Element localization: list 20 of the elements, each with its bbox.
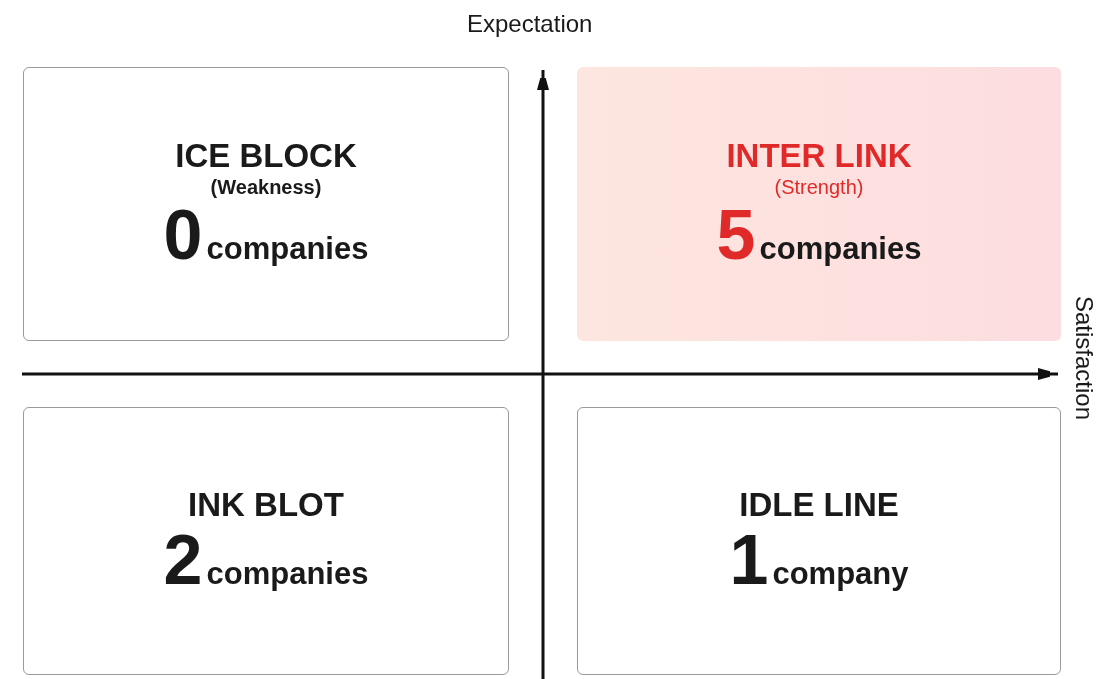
count-unit: companies bbox=[759, 231, 922, 267]
quadrant-title: ICE BLOCK bbox=[175, 137, 357, 175]
quadrant-card bbox=[577, 407, 1061, 675]
count-number: 1 bbox=[729, 524, 769, 596]
axis-label: Satisfaction bbox=[1070, 296, 1098, 421]
quadrant-card bbox=[577, 67, 1061, 341]
count-number: 2 bbox=[163, 524, 203, 596]
count-unit: companies bbox=[206, 231, 369, 267]
quadrant-title: IDLE LINE bbox=[739, 486, 899, 524]
axis-label: Expectation bbox=[467, 10, 593, 38]
quadrant-title: INK BLOT bbox=[188, 486, 344, 524]
count-number: 0 bbox=[163, 199, 203, 271]
quadrant-subtitle: (Strength) bbox=[774, 175, 864, 199]
quadrant-subtitle: (Weakness) bbox=[210, 175, 322, 199]
quadrant-card bbox=[23, 407, 509, 675]
quadrant-title: INTER LINK bbox=[726, 137, 912, 175]
count-number: 5 bbox=[716, 199, 756, 271]
count-unit: companies bbox=[206, 556, 369, 592]
quadrant-card bbox=[23, 67, 509, 341]
count-unit: company bbox=[772, 556, 909, 592]
